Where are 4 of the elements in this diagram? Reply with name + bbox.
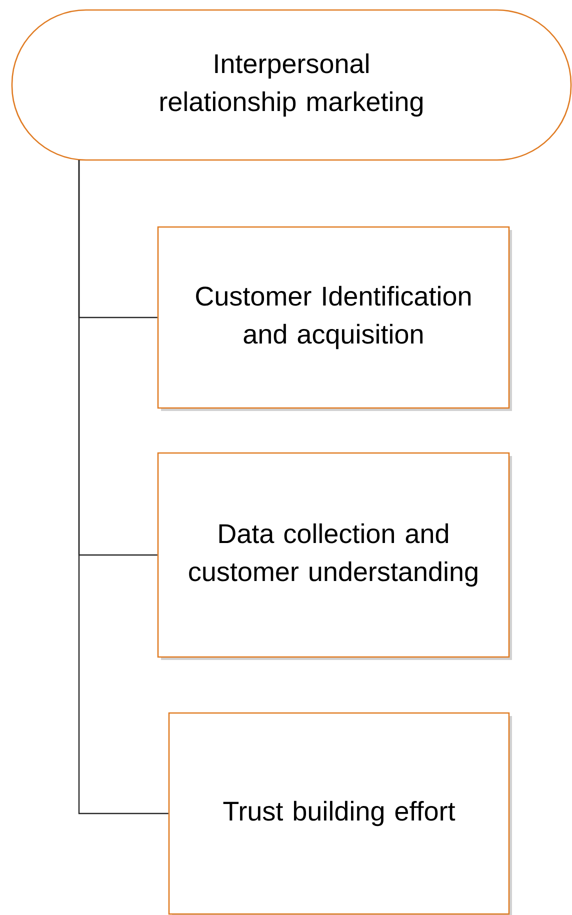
process-box: Data collection and customer understanding (157, 452, 512, 660)
connector-line (78, 160, 168, 814)
process-box: Trust building effort (168, 712, 512, 915)
process-box: Customer Identification and acquisition (157, 226, 512, 411)
